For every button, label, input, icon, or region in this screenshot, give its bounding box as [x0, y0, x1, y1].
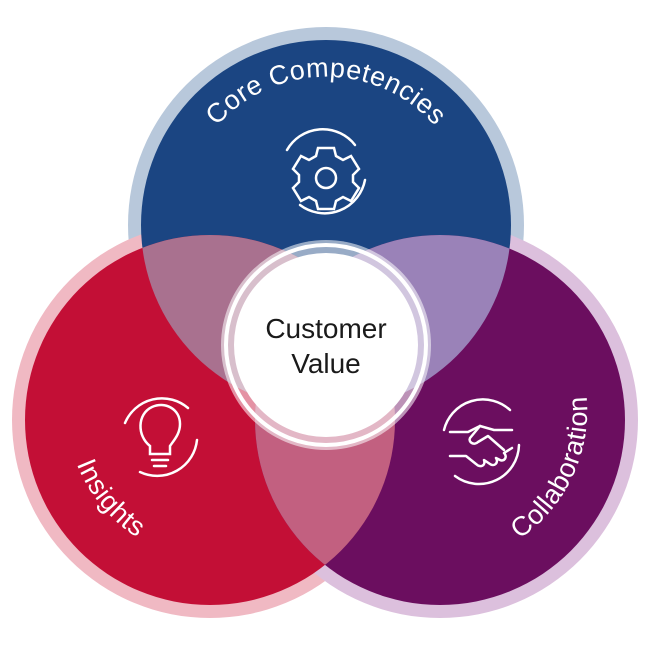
gear-icon [285, 128, 367, 215]
lightbulb-icon [123, 397, 199, 478]
center-line-2: Value [291, 348, 361, 379]
handshake-icon [442, 398, 521, 486]
center-circle [234, 253, 418, 437]
center-line-1: Customer [265, 313, 386, 344]
center-ring-stroke [224, 243, 428, 447]
